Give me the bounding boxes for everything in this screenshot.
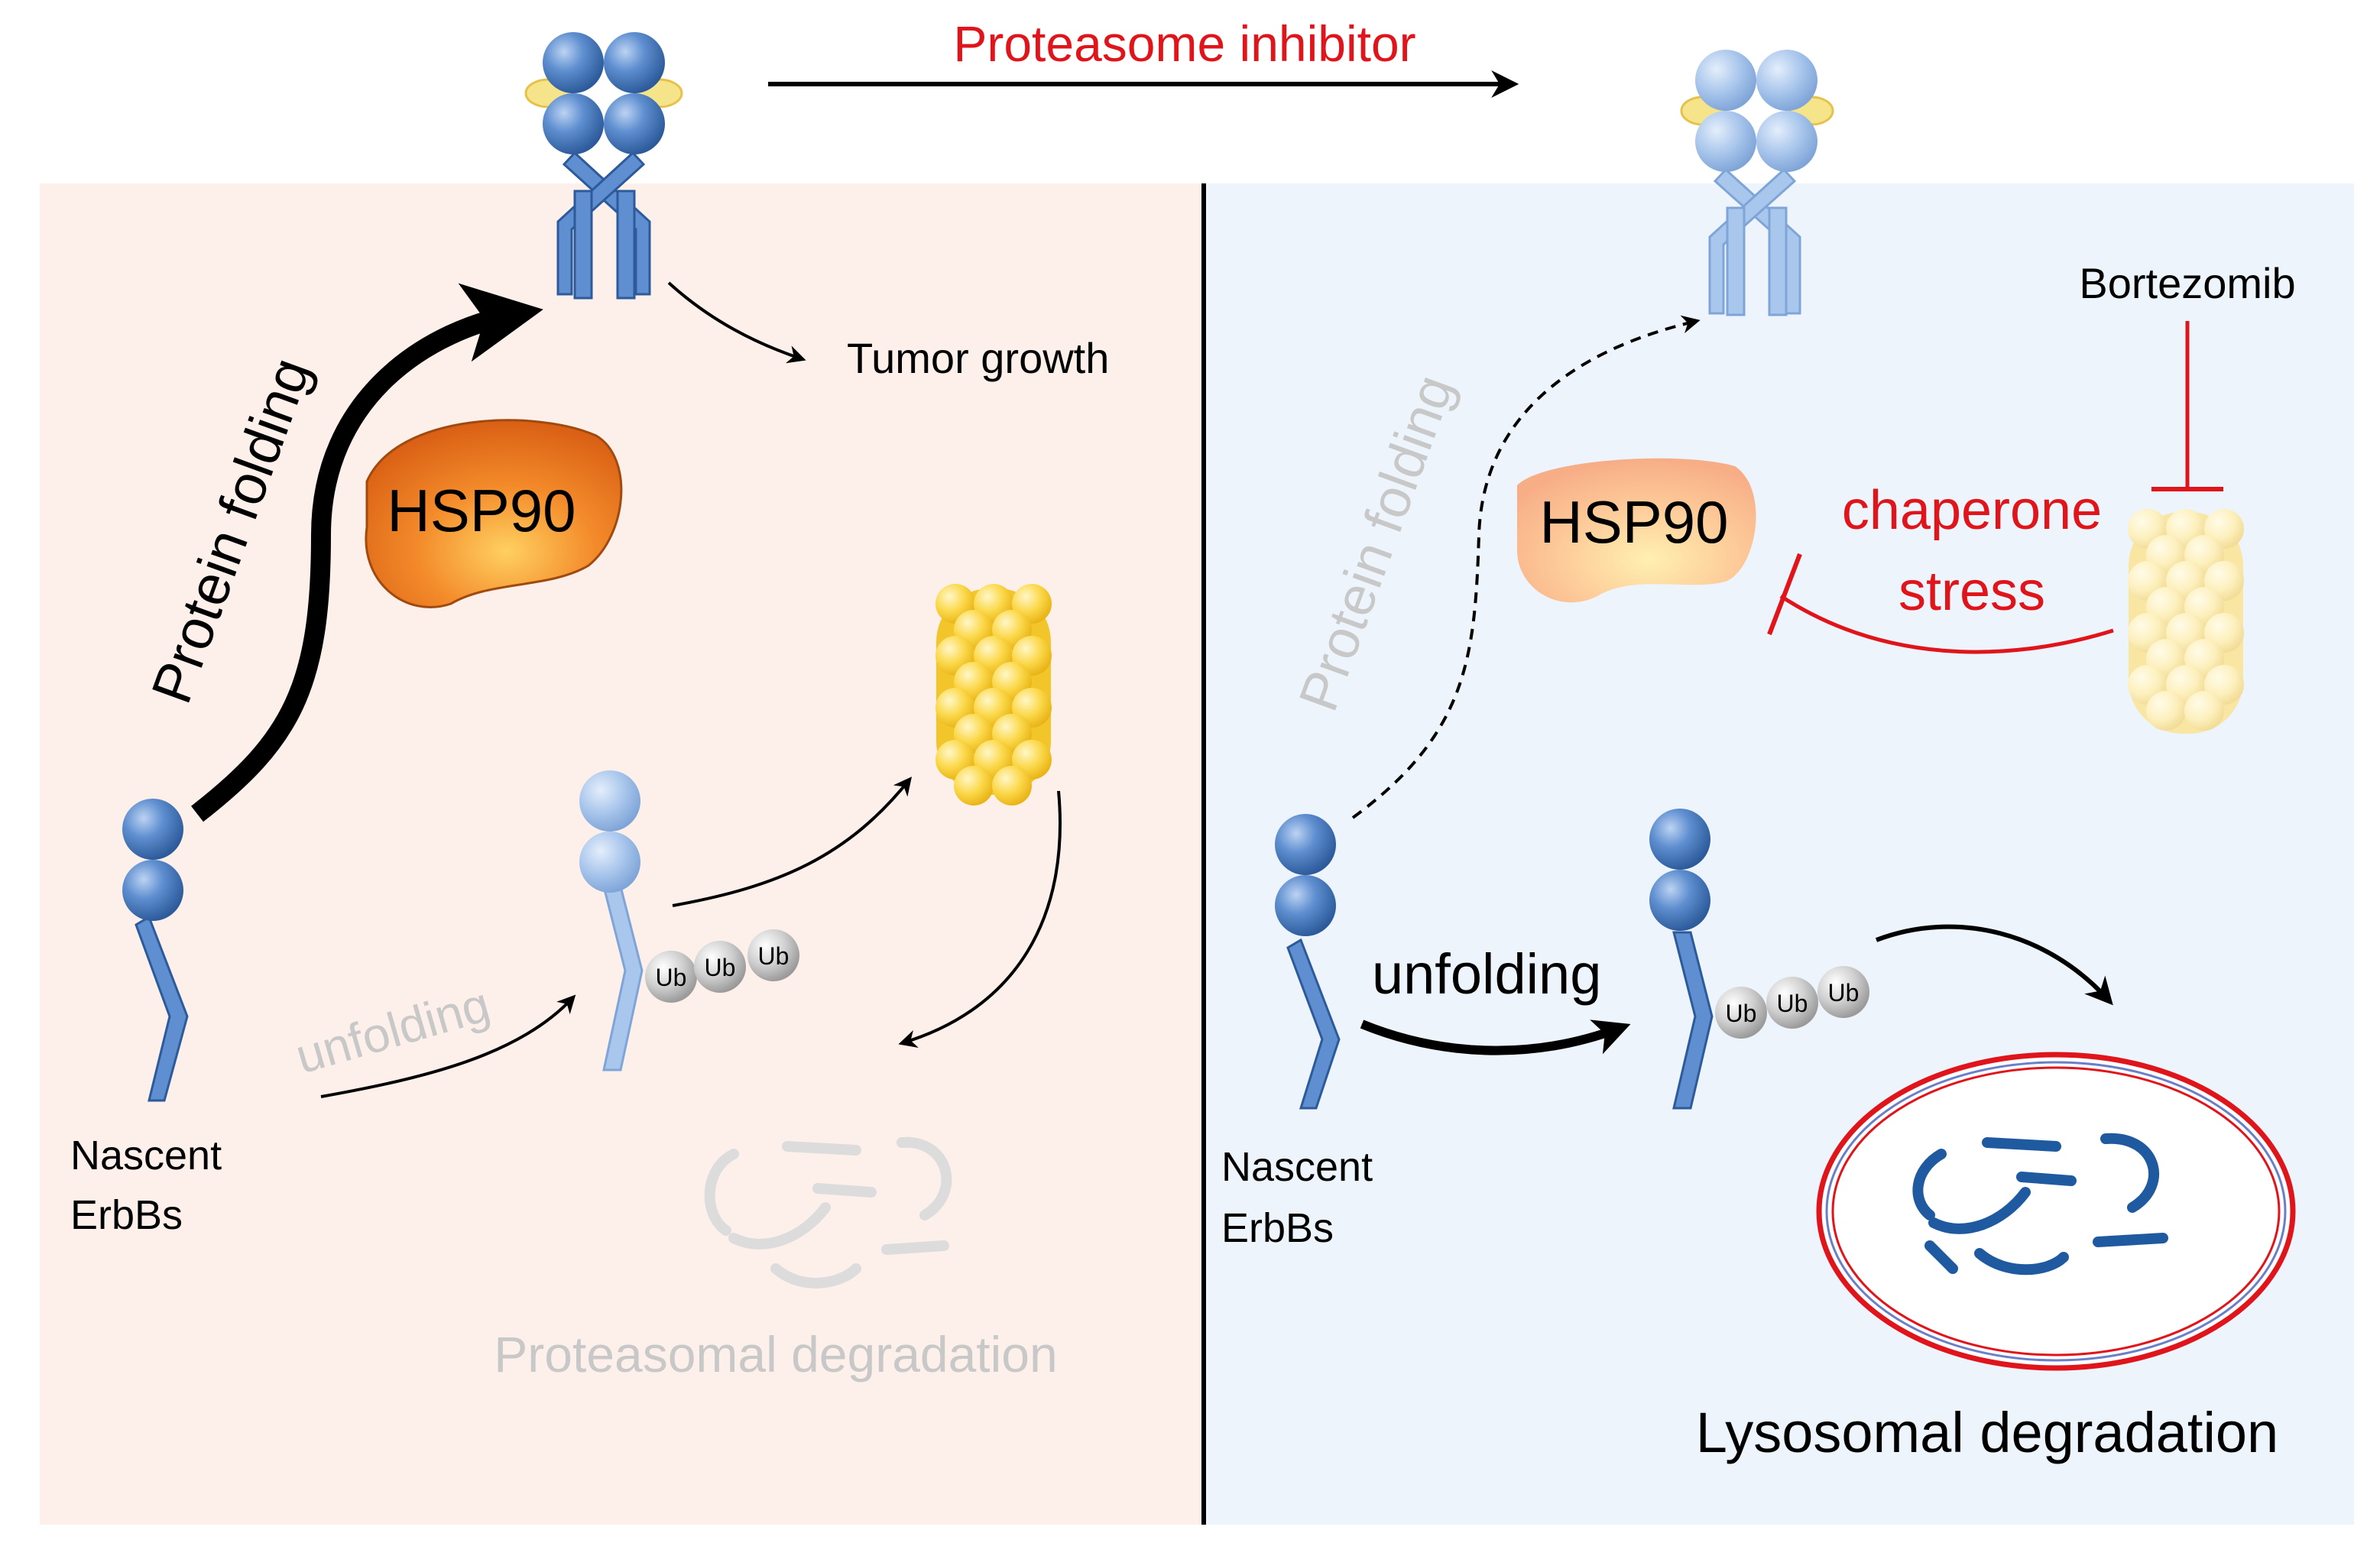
right-proteasome [2128,509,2244,734]
right-degradation-label: Lysosomal degradation [1696,1401,2278,1464]
left-degradation-label: Proteasomal degradation [494,1326,1057,1383]
right-hsp90-label: HSP90 [1539,488,1728,556]
proteasome-subunit [2146,691,2186,731]
left-ub-ball [645,951,697,1003]
right-nascent-erbb [1275,814,1341,1110]
right-ub-label: Ub [1777,990,1808,1017]
lysosome [1816,1052,2296,1371]
left-hsp90-shape [365,419,623,608]
left-nascent-label-line1: Nascent [70,1133,222,1178]
right-unfolding-label: unfolding [1372,942,1601,1006]
right-ub-chain: Ub Ub Ub [1715,966,1869,1039]
left-proteasome [935,584,1052,806]
proteasome-subunit [992,766,1032,806]
right-hsp90-shape [1517,458,1756,603]
right-ub-ball [1766,977,1818,1029]
left-ub-ball [747,929,799,981]
bortezomib-label: Bortezomib [2079,259,2295,307]
left-ub-label: Ub [705,954,736,981]
proteasome-subunit [2184,691,2224,731]
right-nascent-label-line2: ErbBs [1221,1205,1334,1251]
left-ub-label: Ub [656,964,687,991]
left-unfolded-receptor [579,770,644,1071]
right-ub-label: Ub [1828,979,1860,1007]
chaperone-label: chaperone [1842,480,2102,541]
proteasome-subunit [954,766,994,806]
tumor-growth-arrow [667,281,806,364]
left-hsp90-label: HSP90 [387,477,576,544]
right-unfolded-receptor [1649,809,1714,1110]
left-from-proteasome-arrow [898,790,1062,1048]
left-nascent-erbb [122,799,189,1102]
left-degraded-fragments [704,1136,952,1289]
left-ub-label: Ub [758,942,790,970]
right-ub-ball [1817,966,1869,1018]
left-unfolding-arrow [320,994,576,1098]
right-protein-folding-arrow [1351,315,1701,819]
chaperone-stress-inhibition-bar [1767,553,1802,636]
left-to-proteasome-arrow [672,776,912,907]
proteasome-inhibitor-label: Proteasome inhibitor [953,15,1415,72]
left-ub-chain: Ub Ub Ub [645,929,799,1003]
right-unfolding-arrow [1360,1019,1631,1055]
right-nascent-label-line1: Nascent [1221,1144,1373,1190]
left-protein-folding-arrow [191,283,543,822]
left-nascent-label-line2: ErbBs [70,1192,183,1238]
right-receptor-dimer [1680,50,1834,316]
tumor-growth-label: Tumor growth [847,334,1109,382]
right-ub-ball [1715,987,1767,1039]
right-ub-label: Ub [1726,1000,1757,1027]
right-to-lysosome-arrow [1875,924,2113,1006]
left-ub-ball [694,941,746,993]
stress-label: stress [1898,561,2045,622]
lysosomal-fragments [1912,1133,2168,1276]
left-receptor-dimer [524,32,683,300]
chaperone-stress-inhibition-curve [1779,594,2114,654]
